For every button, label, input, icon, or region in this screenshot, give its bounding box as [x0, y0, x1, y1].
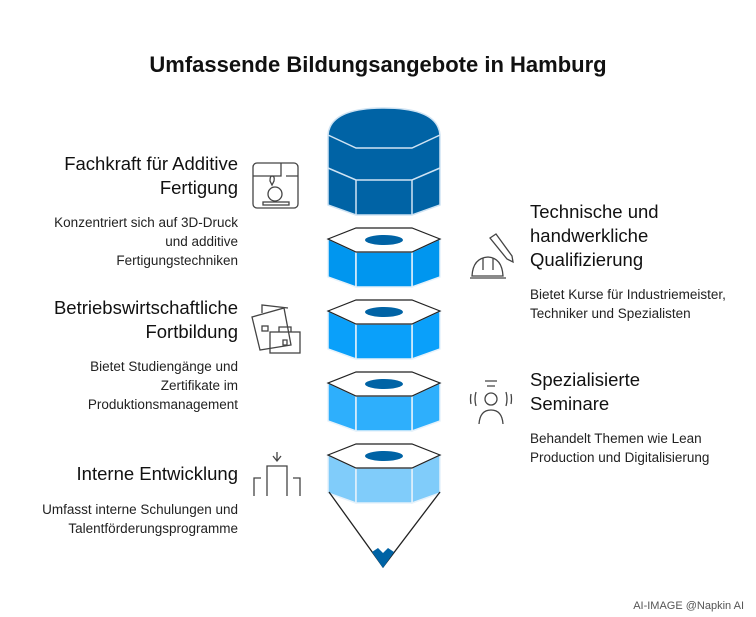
item-desc-internal: Umfasst interne Schulungen und Talentför… — [42, 502, 238, 536]
item-title-internal: Interne Entwicklung — [76, 463, 238, 484]
pencil-layer-3 — [326, 371, 442, 433]
speaker-person-icon — [469, 380, 513, 425]
internal-development-icon — [253, 452, 301, 496]
pencil-layer-4 — [326, 443, 442, 505]
item-title-additive: Fachkraft für Additive Fertigung — [64, 153, 238, 198]
pencil-tip — [328, 491, 441, 569]
hardhat-pencil-icon — [470, 233, 514, 279]
page-title: Umfassende Bildungsangebote in Hamburg — [149, 52, 607, 77]
item-title-technical: Technische und handwerkliche Qualifizier… — [530, 201, 659, 270]
pencil-layer-2 — [326, 299, 442, 361]
item-desc-technical: Bietet Kurse für Industriemeister, Techn… — [530, 287, 726, 321]
item-title-seminars: Spezialisierte Seminare — [530, 369, 641, 414]
3d-printer-icon — [252, 162, 299, 209]
item-desc-business: Bietet Studiengänge und Zertifikate im P… — [87, 359, 238, 412]
briefcase-documents-icon — [251, 304, 301, 354]
pencil-top-block — [327, 107, 441, 216]
item-desc-seminars: Behandelt Themen wie Lean Production und… — [530, 431, 710, 465]
footer-credit: AI-IMAGE @Napkin AI — [633, 600, 744, 612]
item-title-business: Betriebswirtschaftliche Fortbildung — [53, 297, 238, 342]
item-desc-additive: Konzentriert sich auf 3D-Druck und addit… — [54, 215, 238, 268]
pencil-layer-1 — [326, 227, 442, 289]
